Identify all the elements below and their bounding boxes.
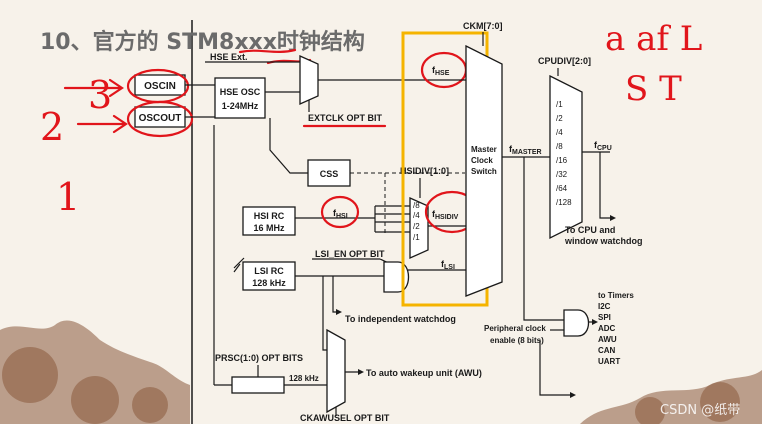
- peripheral-and-gate: [563, 309, 590, 337]
- periph-i2c: I2C: [598, 302, 611, 311]
- to-iwdg-label: To independent watchdog: [345, 314, 456, 324]
- hsi-rc-freq: 16 MHz: [253, 223, 285, 233]
- cpudiv-opt-5: /16: [556, 156, 568, 165]
- lace-decoration: [0, 320, 762, 424]
- lsi-en-label: LSI_EN OPT BIT: [315, 249, 385, 259]
- ckawusel-label: CKAWUSEL OPT BIT: [300, 413, 390, 423]
- annotation-arrow-oscout: [76, 114, 128, 134]
- annotation-num-2: 2: [40, 105, 64, 149]
- cpudiv-opt-4: /8: [556, 142, 563, 151]
- page-title: 10、官方的 STM8xxx时钟结构: [40, 29, 365, 55]
- prsc-prescaler: [231, 376, 285, 394]
- lsi-and-gate: [383, 261, 410, 293]
- cpudiv-opt-3: /4: [556, 128, 563, 137]
- periph-clock-label: Peripheral clock: [484, 324, 546, 333]
- oscout-circle-annotation: [126, 100, 194, 138]
- cpudiv-mux: [549, 74, 583, 240]
- annotation-second-right: S T: [625, 69, 682, 109]
- hsi-rc-block: [242, 206, 296, 236]
- css-label: CSS: [320, 169, 339, 179]
- hse-osc-block: [214, 77, 266, 119]
- to-window-watchdog-label: window watchdog: [564, 236, 643, 246]
- awu-mux: [326, 328, 346, 414]
- annotation-num-3: 3: [88, 73, 112, 117]
- cpudiv-opt-6: /32: [556, 170, 568, 179]
- cpudiv-label: CPUDIV[2:0]: [538, 56, 591, 66]
- hse-osc-label: HSE OSC: [220, 87, 261, 97]
- watermark: CSDN @纸带: [660, 403, 740, 418]
- extclk-label: EXTCLK OPT BIT: [308, 113, 383, 123]
- hse-ext-label: HSE Ext.: [210, 52, 248, 62]
- cpudiv-opt-2: /2: [556, 114, 563, 123]
- prsc-label: PRSC(1:0) OPT BITS: [215, 353, 303, 363]
- hse-mux: [299, 54, 319, 106]
- annotation-top-right: a af L: [605, 19, 702, 59]
- fhsi-label: fHSI: [333, 208, 348, 220]
- css-block: [307, 159, 351, 187]
- oscin-label: OSCIN: [144, 81, 176, 92]
- hsidiv-opt-4: /1: [413, 233, 420, 242]
- master-switch-l3: Switch: [471, 167, 497, 176]
- cpudiv-options: /1 /2 /4 /8 /16 /32 /64 /128: [556, 100, 572, 207]
- hsidiv-label: HSIDIV[1:0]: [400, 166, 449, 176]
- fhsidiv-label: fHSIDIV: [432, 209, 459, 221]
- to-awu-label: To auto wakeup unit (AWU): [366, 368, 482, 378]
- master-switch-l1: Master: [471, 145, 497, 154]
- annotation-num-1: 1: [56, 175, 80, 219]
- ckm-label: CKM[7:0]: [463, 21, 503, 31]
- periph-awu: AWU: [598, 335, 617, 344]
- hse-osc-freq: 1-24MHz: [222, 101, 259, 111]
- khz128-label: 128 kHz: [289, 374, 319, 383]
- cpudiv-opt-7: /64: [556, 184, 568, 193]
- timers-header: to Timers: [598, 291, 634, 300]
- lsi-rc-block: [242, 261, 296, 291]
- periph-enable-label: enable (8 bits): [490, 336, 544, 345]
- flsi-label: fLSI: [441, 259, 455, 271]
- periph-can: CAN: [598, 346, 616, 355]
- hsidiv-opt-3: /2: [413, 222, 420, 231]
- oscout-label: OSCOUT: [139, 113, 182, 124]
- hsidiv-opt-1: /8: [413, 201, 420, 210]
- master-clock-switch: [465, 44, 503, 297]
- annotation-arrow-oscin: [63, 78, 124, 98]
- lsi-rc-label: LSI RC: [254, 266, 284, 276]
- master-switch-l2: Clock: [471, 156, 493, 165]
- cpudiv-opt-8: /128: [556, 198, 572, 207]
- to-cpu-label: To CPU and: [565, 225, 615, 235]
- fhsi-circle-annotation: [320, 195, 360, 229]
- periph-uart: UART: [598, 357, 620, 366]
- hsidiv-opt-2: /4: [413, 211, 420, 220]
- hsi-rc-label: HSI RC: [254, 211, 285, 221]
- cpudiv-opt-1: /1: [556, 100, 563, 109]
- fhse-label: fHSE: [432, 65, 450, 77]
- fmaster-label: fMASTER: [509, 144, 542, 156]
- periph-spi: SPI: [598, 313, 611, 322]
- periph-adc: ADC: [598, 324, 616, 333]
- fcpu-label: fCPU: [594, 140, 612, 152]
- hsidiv-mux: [409, 196, 429, 260]
- lsi-rc-freq: 128 kHz: [252, 278, 286, 288]
